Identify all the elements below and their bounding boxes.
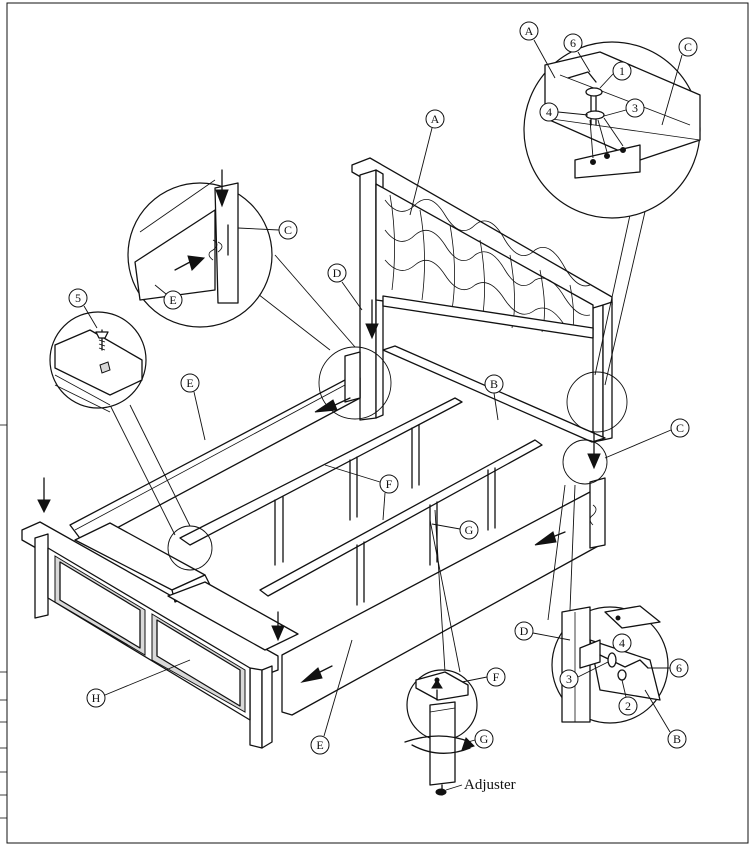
callout-D-detail-text: D — [520, 624, 529, 638]
callout-3-detail: 3 — [559, 661, 609, 689]
detail-screw — [49, 311, 147, 413]
callout-5-text: 5 — [75, 291, 81, 305]
callout-B-detail: B — [644, 689, 687, 749]
callout-3-top: 3 — [603, 98, 645, 118]
callout-F-slat: F — [324, 464, 399, 521]
callout-3-top-text: 3 — [632, 101, 638, 115]
assembly-arrows — [37, 299, 601, 683]
callout-C-top-text: C — [684, 40, 692, 54]
callout-E-detail: E — [154, 284, 183, 310]
callout-6-top-text: 6 — [570, 36, 576, 50]
callout-F-slat-text: F — [386, 477, 393, 491]
detail-headboard-bolt — [523, 41, 701, 219]
callout-A-headboard: A — [409, 109, 445, 216]
callout-4-detail: 4 — [612, 633, 632, 653]
callout-E-detail-text: E — [169, 293, 176, 307]
callout-C-top: C — [661, 37, 698, 126]
callout-2-text: 2 — [625, 699, 631, 713]
detail-rail-bolt — [551, 605, 669, 724]
callout-H-drawer: H — [86, 659, 191, 708]
callout-A-top-text: A — [525, 24, 534, 38]
detail-post-hook — [127, 169, 273, 328]
callout-G-adjust-text: G — [480, 732, 489, 746]
callout-4-top-text: 4 — [546, 105, 552, 119]
callout-4-detail-text: 4 — [619, 636, 625, 650]
callout-C-detail-text: C — [284, 223, 292, 237]
callout-6-detail: 6 — [648, 658, 689, 678]
callout-G-leg: G — [431, 520, 479, 540]
detail-leg-adjuster — [404, 669, 478, 796]
callout-1-text: 1 — [619, 64, 625, 78]
callout-D-detail: D — [514, 621, 571, 641]
callout-D-post-text: D — [333, 266, 342, 280]
callout-E-rail-text: E — [186, 376, 193, 390]
callout-3-detail-text: 3 — [566, 672, 572, 686]
callout-H-drawer-text: H — [92, 691, 101, 705]
callout-A-headboard-text: A — [431, 112, 440, 126]
footboard — [21, 521, 279, 749]
callout-G-adjust: G — [467, 729, 494, 749]
callout-C-right: C — [604, 418, 690, 459]
tufted-panel — [384, 194, 591, 335]
callout-5: 5 — [68, 288, 98, 329]
left-margin-ticks — [0, 424, 7, 819]
callout-4-top: 4 — [539, 102, 589, 122]
callout-D-post: D — [327, 263, 363, 311]
callout-E-rail: E — [180, 373, 206, 441]
headboard — [351, 157, 613, 443]
callout-F-leg-text: F — [493, 670, 500, 684]
callout-B-slat: B — [484, 374, 504, 421]
callout-F-leg: F — [461, 667, 506, 687]
callout-6-detail-text: 6 — [676, 661, 682, 675]
adjuster-label: Adjuster — [464, 777, 516, 793]
callout-C-right-text: C — [676, 421, 684, 435]
callout-B-slat-text: B — [490, 377, 498, 391]
callout-B-detail-text: B — [673, 732, 681, 746]
callout-A-top: A — [519, 21, 556, 79]
callout-E-bottom-text: E — [316, 738, 323, 752]
page-border — [6, 2, 749, 844]
callout-2: 2 — [618, 679, 638, 716]
drawers — [74, 522, 299, 651]
callout-C-detail: C — [237, 220, 298, 240]
callout-1: 1 — [599, 61, 632, 89]
callout-G-leg-text: G — [465, 523, 474, 537]
callout-E-bottom: E — [310, 639, 353, 755]
callout-6-top: 6 — [563, 33, 591, 73]
